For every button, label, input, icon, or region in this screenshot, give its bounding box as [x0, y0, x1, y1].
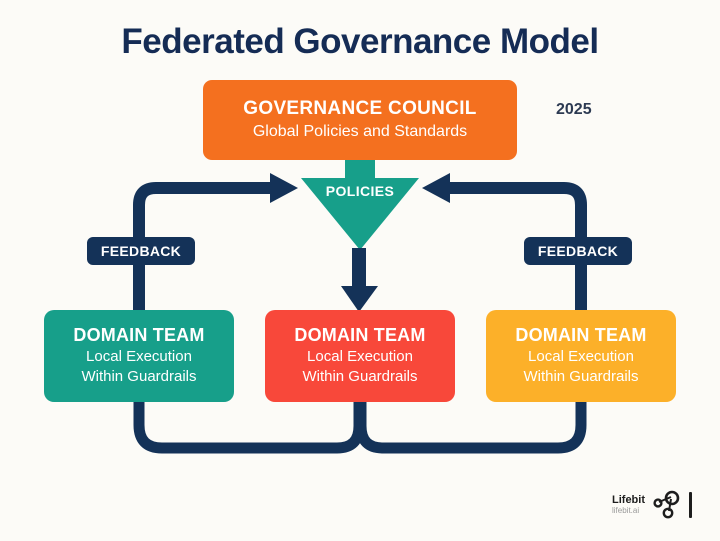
logo-name: Lifebit: [612, 494, 645, 507]
domain-team-line1-2: Local Execution: [307, 347, 413, 365]
feedback-label-left: FEEDBACK: [87, 237, 195, 265]
domain-team-box-3[interactable]: DOMAIN TEAM Local Execution Within Guard…: [486, 310, 676, 402]
domain-team-line1-1: Local Execution: [86, 347, 192, 365]
domain-team-line2-3: Within Guardrails: [523, 367, 639, 385]
feedback-path-right: [448, 182, 587, 402]
policies-triangle: [301, 178, 419, 250]
domain-team-line2-2: Within Guardrails: [302, 367, 418, 385]
domain-team-box-1[interactable]: DOMAIN TEAM Local Execution Within Guard…: [44, 310, 234, 402]
feedback-arrowhead-left: [270, 173, 298, 203]
lifebit-node-graph-icon: [653, 490, 680, 519]
domain-team-line1-3: Local Execution: [528, 347, 634, 365]
logo-domain: lifebit.ai: [612, 506, 640, 516]
bottom-path-left: [133, 402, 365, 454]
feedback-arrowhead-right: [422, 173, 450, 203]
domain-team-title-1: DOMAIN TEAM: [73, 325, 205, 346]
policies-node[interactable]: POLICIES: [301, 155, 419, 250]
logo-bar-mark: [689, 492, 692, 518]
domain-team-title-3: DOMAIN TEAM: [515, 325, 647, 346]
feedback-path-left: [133, 182, 272, 402]
domain-team-line2-1: Within Guardrails: [81, 367, 197, 385]
lifebit-logo: Lifebit lifebit.ai: [612, 490, 692, 520]
domain-team-title-2: DOMAIN TEAM: [294, 325, 426, 346]
policies-label: POLICIES: [325, 183, 395, 199]
logo-text-block: Lifebit lifebit.ai: [612, 494, 645, 516]
bottom-path-right: [355, 402, 587, 454]
council-title: GOVERNANCE COUNCIL: [243, 97, 477, 119]
domain-team-box-2[interactable]: DOMAIN TEAM Local Execution Within Guard…: [265, 310, 455, 402]
policies-down-arrowhead: [341, 286, 378, 312]
governance-council-box[interactable]: GOVERNANCE COUNCIL Global Policies and S…: [203, 80, 517, 160]
feedback-label-right: FEEDBACK: [524, 237, 632, 265]
year-label: 2025: [556, 101, 592, 118]
council-subtitle: Global Policies and Standards: [252, 122, 468, 140]
policies-down-shaft: [352, 248, 366, 292]
page-title: Federated Governance Model: [121, 22, 599, 61]
